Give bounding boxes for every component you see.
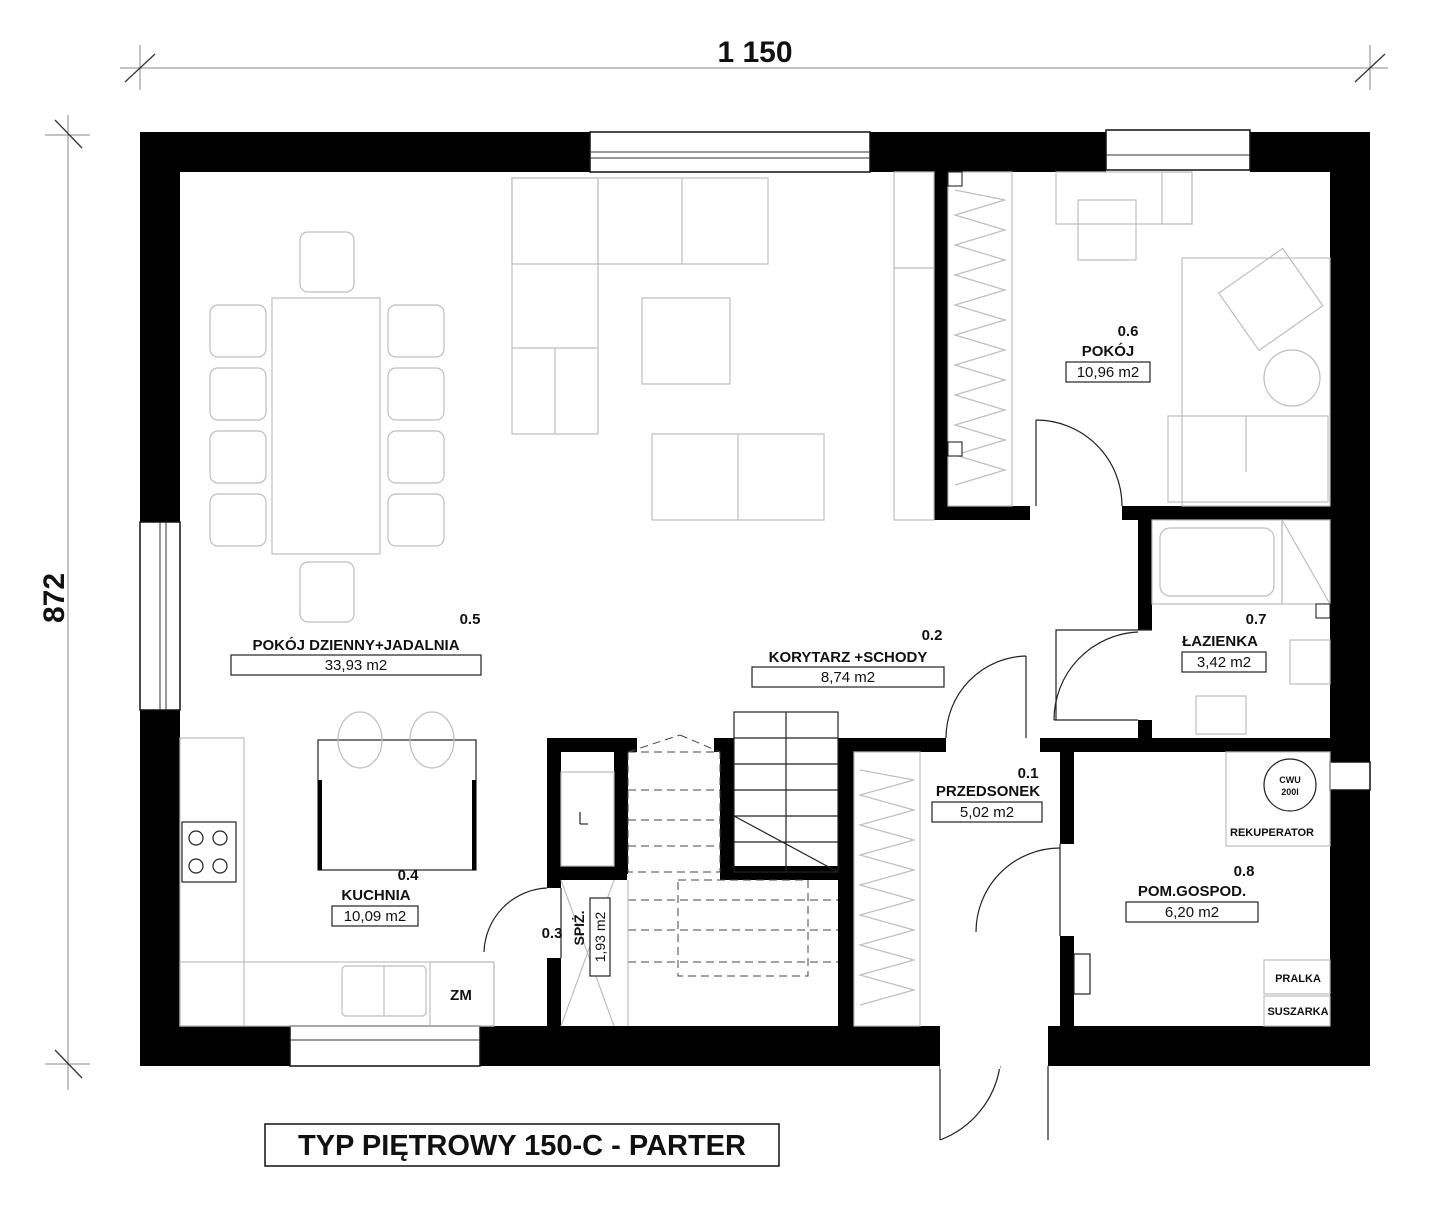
- windows: [139, 129, 1371, 1067]
- kitchen-island: [317, 711, 477, 871]
- door-swing-icon: [483, 419, 1152, 1141]
- svg-text:10,09 m2: 10,09 m2: [344, 908, 407, 925]
- svg-text:ŁAZIENKA: ŁAZIENKA: [1182, 633, 1258, 650]
- svg-text:0.8: 0.8: [1234, 863, 1255, 880]
- room-label-pantry: 0.3 SPIŻ. 1,93 m2: [542, 897, 611, 977]
- svg-text:0.5: 0.5: [460, 611, 481, 628]
- room-label-room: 0.6 POKÓJ 10,96 m2: [1065, 323, 1151, 383]
- height-dimension-label: 872: [38, 573, 71, 623]
- pralka-label: PRALKA: [1275, 973, 1321, 985]
- svg-text:0.2: 0.2: [922, 627, 943, 644]
- rekuperator-label: REKUPERATOR: [1230, 827, 1314, 839]
- width-dimension-label: 1 150: [717, 36, 792, 69]
- cwu-label: CWU: [1279, 775, 1301, 785]
- svg-text:KORYTARZ +SCHODY: KORYTARZ +SCHODY: [769, 649, 928, 666]
- room-label-corridor: 0.2 KORYTARZ +SCHODY 8,74 m2: [751, 627, 945, 688]
- svg-text:SPIŻ.: SPIŻ.: [571, 910, 587, 945]
- svg-text:6,20 m2: 6,20 m2: [1165, 904, 1219, 921]
- cwu-capacity-label: 200l: [1281, 787, 1299, 797]
- bathtub-icon: [1151, 519, 1331, 735]
- svg-text:PRZEDSONEK: PRZEDSONEK: [936, 783, 1040, 800]
- svg-text:POKÓJ: POKÓJ: [1082, 342, 1135, 360]
- dining-table-icon: [209, 231, 445, 623]
- sink-icon: [341, 961, 495, 1027]
- zm-label: ZM: [450, 987, 472, 1004]
- svg-text:POKÓJ DZIENNY+JADALNIA: POKÓJ DZIENNY+JADALNIA: [252, 636, 459, 654]
- room-label-vestibule: 0.1 PRZEDSONEK 5,02 m2: [931, 765, 1043, 823]
- room-label-bathroom: 0.7 ŁAZIENKA 3,42 m2: [1181, 611, 1267, 673]
- svg-text:TYP PIĘTROWY 150-C - PARTER: TYP PIĘTROWY 150-C - PARTER: [298, 1130, 746, 1162]
- utility-equipment: [1073, 751, 1331, 1027]
- svg-text:10,96 m2: 10,96 m2: [1077, 364, 1140, 381]
- plan-title: TYP PIĘTROWY 150-C - PARTER: [264, 1123, 780, 1167]
- svg-text:0.3: 0.3: [542, 925, 563, 942]
- sofa-icon: [511, 177, 825, 521]
- svg-text:0.7: 0.7: [1246, 611, 1267, 628]
- svg-text:3,42 m2: 3,42 m2: [1197, 654, 1251, 671]
- svg-text:33,93 m2: 33,93 m2: [325, 657, 388, 674]
- stairs-icon: [627, 711, 839, 1026]
- svg-text:0.4: 0.4: [398, 867, 420, 884]
- exterior-walls: [140, 132, 1370, 1066]
- svg-text:5,02 m2: 5,02 m2: [960, 804, 1014, 821]
- svg-text:8,74 m2: 8,74 m2: [821, 669, 875, 686]
- svg-text:1,93 m2: 1,93 m2: [592, 911, 608, 962]
- room-label-utility: 0.8 POM.GOSPOD. 6,20 m2: [1125, 863, 1259, 923]
- svg-text:0.1: 0.1: [1018, 765, 1039, 782]
- svg-text:POM.GOSPOD.: POM.GOSPOD.: [1138, 883, 1246, 900]
- wardrobes: [853, 171, 1013, 1027]
- wall-markers: [947, 171, 1331, 619]
- room-label-kitchen: 0.4 KUCHNIA 10,09 m2: [331, 867, 420, 927]
- interior-walls: [547, 172, 1330, 1026]
- dimension-lines: [45, 45, 1388, 1090]
- room-label-living: 0.5 POKÓJ DZIENNY+JADALNIA 33,93 m2: [230, 611, 482, 676]
- svg-text:0.6: 0.6: [1118, 323, 1139, 340]
- svg-text:KUCHNIA: KUCHNIA: [341, 887, 410, 904]
- bed-icon: [1055, 171, 1331, 507]
- suszarka-label: SUSZARKA: [1267, 1006, 1328, 1018]
